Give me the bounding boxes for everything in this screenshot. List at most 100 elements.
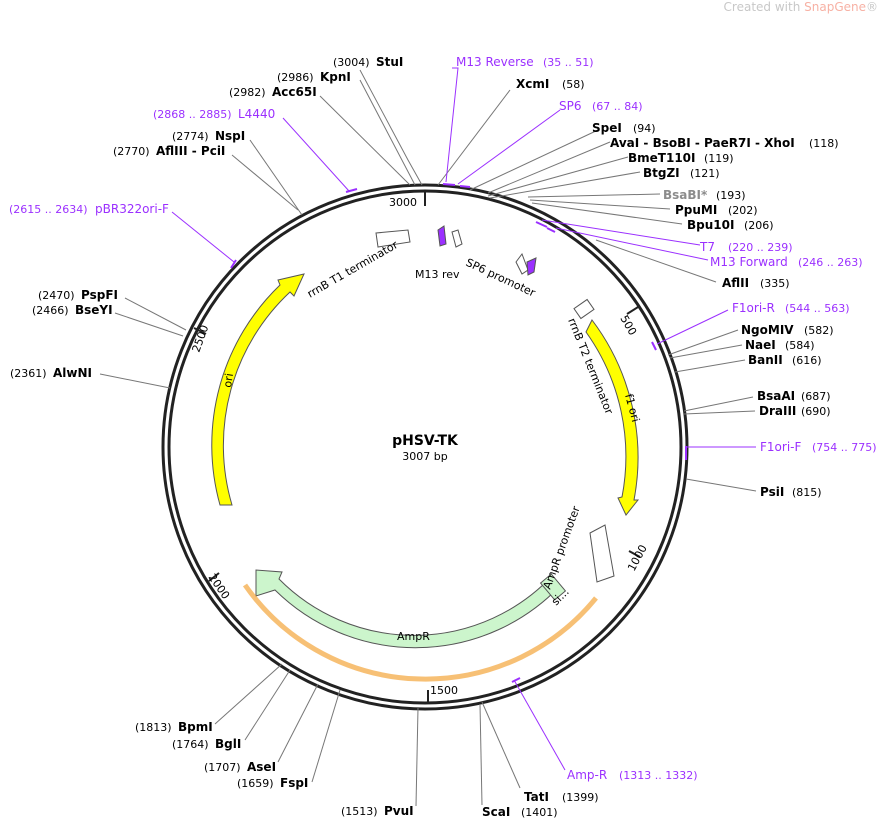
primer-range: (220 .. 239) <box>728 241 793 254</box>
site-name[interactable]: SpeI <box>592 121 622 135</box>
site-name[interactable]: PvuI <box>384 804 414 818</box>
tick-2500 <box>193 327 207 335</box>
sites-left: (3004) StuI (2986) KpnI (2982) Acc65I (2… <box>10 55 403 380</box>
site-pos: (2774) <box>172 130 209 143</box>
watermark-suffix: ® <box>866 0 878 14</box>
site-pos: (690) <box>801 405 831 418</box>
primer-name[interactable]: F1ori-R <box>732 301 775 315</box>
site-pos: (1401) <box>521 806 558 819</box>
feature-rrnb-t2-terminator[interactable] <box>573 298 595 320</box>
tick-500 <box>626 306 639 315</box>
site-name[interactable]: BsaAI <box>757 389 795 403</box>
site-pos: (193) <box>716 189 746 202</box>
site-pos: (3004) <box>333 56 370 69</box>
primer-leader-lines <box>171 67 756 771</box>
site-name[interactable]: AvaI - BsoBI - PaeR7I - XhoI <box>610 136 795 150</box>
site-name[interactable]: NspI <box>215 129 245 143</box>
backbone-inner-ring <box>167 189 683 705</box>
site-name[interactable]: PspFI <box>81 288 118 302</box>
site-pos: (1813) <box>135 721 172 734</box>
plasmid-length: 3007 bp <box>402 450 447 463</box>
site-pos: (1764) <box>172 738 209 751</box>
feature-sp6-promoter[interactable] <box>526 257 537 276</box>
site-pos: (616) <box>792 354 822 367</box>
sites-right: XcmI (58) SpeI (94) AvaI - BsoBI - PaeR7… <box>516 77 839 499</box>
feature-m13-rev-primer-site[interactable] <box>437 225 447 247</box>
primer-range: (2868 .. 2885) <box>153 108 232 121</box>
site-pos: (687) <box>801 390 831 403</box>
site-name[interactable]: BseYI <box>75 303 113 317</box>
primer-range: (35 .. 51) <box>543 56 594 69</box>
site-name[interactable]: BpmI <box>178 720 213 734</box>
site-name[interactable]: BtgZI <box>643 166 680 180</box>
feature-signal-peptide[interactable] <box>539 573 567 601</box>
site-pos: (94) <box>633 122 656 135</box>
site-pos: (582) <box>804 324 834 337</box>
site-pos: (2986) <box>277 71 314 84</box>
feature-label-ampr: AmpR <box>397 630 430 643</box>
feature-label-rrnb-t1: rrnB T1 terminator <box>305 238 401 301</box>
primer-name[interactable]: M13 Reverse <box>456 55 534 69</box>
primer-name[interactable]: Amp-R <box>567 768 607 782</box>
tick-label-3000: 3000 <box>389 196 417 209</box>
watermark-prefix: Created with <box>723 0 805 14</box>
primer-range: (1313 .. 1332) <box>619 769 698 782</box>
site-pos: (1513) <box>341 805 378 818</box>
feature-ampr-orf <box>242 583 598 682</box>
site-name[interactable]: AflIII - PciI <box>156 144 225 158</box>
site-name[interactable]: TatI <box>524 790 549 804</box>
feature-ori[interactable] <box>211 273 305 506</box>
watermark-brand: SnapGene <box>804 0 866 14</box>
primer-name[interactable]: M13 Forward <box>710 255 788 269</box>
site-name[interactable]: BmeT110I <box>628 151 696 165</box>
site-pos: (58) <box>562 78 585 91</box>
site-pos: (2982) <box>229 86 266 99</box>
site-pos: (121) <box>690 167 720 180</box>
site-name[interactable]: AlwNI <box>53 366 92 380</box>
primer-name[interactable]: L4440 <box>238 107 275 121</box>
primer-range: (754 .. 775) <box>812 441 877 454</box>
site-name[interactable]: AseI <box>247 760 276 774</box>
site-name[interactable]: PpuMI <box>675 203 717 217</box>
tick-label-1500: 1500 <box>430 684 458 697</box>
sites-bottom: TatI (1399) ScaI (1401) (1513) PvuI (165… <box>135 720 599 819</box>
site-name[interactable]: BsaBI* <box>663 188 708 202</box>
feature-label-ampr-promoter: AmpR promoter <box>541 504 583 591</box>
site-name[interactable]: XcmI <box>516 77 549 91</box>
site-name[interactable]: BglI <box>215 737 241 751</box>
primer-name[interactable]: pBR322ori-F <box>95 202 169 216</box>
primer-name[interactable]: F1ori-F <box>760 440 801 454</box>
plasmid-name: pHSV-TK <box>392 433 459 449</box>
site-pos: (1707) <box>204 761 241 774</box>
site-pos: (2361) <box>10 367 47 380</box>
primer-range: (246 .. 263) <box>798 256 863 269</box>
site-name[interactable]: DraIII <box>759 404 796 418</box>
primer-name[interactable]: SP6 <box>559 99 582 113</box>
site-pos: (119) <box>704 152 734 165</box>
site-name[interactable]: BanII <box>748 353 783 367</box>
site-name[interactable]: NgoMIV <box>741 323 794 337</box>
site-pos: (2770) <box>113 145 150 158</box>
primer-name[interactable]: T7 <box>699 240 715 254</box>
site-name[interactable]: StuI <box>376 55 403 69</box>
feature-f1-ori[interactable] <box>585 319 640 516</box>
site-name[interactable]: NaeI <box>745 338 776 352</box>
site-name[interactable]: Acc65I <box>272 85 317 99</box>
site-pos: (1659) <box>237 777 274 790</box>
site-name[interactable]: FspI <box>280 776 308 790</box>
site-name[interactable]: KpnI <box>320 70 351 84</box>
site-name[interactable]: PsiI <box>760 485 784 499</box>
feature-ampr-promoter[interactable] <box>589 524 615 583</box>
site-pos: (584) <box>785 339 815 352</box>
site-pos: (2470) <box>38 289 75 302</box>
feature-sp6-promoter-outline[interactable] <box>515 252 529 275</box>
feature-rrnb-t1-terminator[interactable] <box>375 229 411 248</box>
site-name[interactable]: ScaI <box>482 805 510 819</box>
feature-lac-promoter[interactable] <box>451 229 463 248</box>
site-name[interactable]: AflII <box>722 276 749 290</box>
feature-ampr[interactable] <box>255 569 561 649</box>
primer-range: (67 .. 84) <box>592 100 643 113</box>
tick-label-1000: 1000 <box>625 543 650 574</box>
site-name[interactable]: Bpu10I <box>687 218 734 232</box>
